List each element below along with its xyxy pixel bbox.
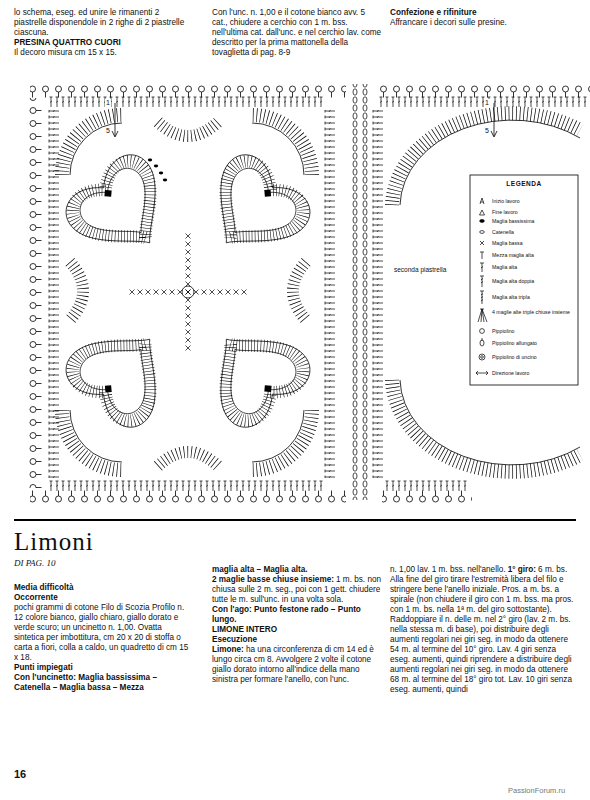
legend-text: Fine lavoro bbox=[492, 209, 574, 215]
paragraph: Limone:ha una circonferenza di cm 14 ed … bbox=[212, 645, 384, 685]
legend-text: Pippiolino allungato bbox=[492, 340, 574, 346]
text-column: Confezione e rifinitureAffrancare i deco… bbox=[390, 8, 575, 28]
text-column: lo schema, eseg. ed unire le rimanenti 2… bbox=[14, 8, 188, 58]
tile-label: seconda piastrella bbox=[392, 266, 448, 274]
bold-heading: Limone: bbox=[212, 645, 244, 654]
paragraph: pochi grammi di cotone Filo di Scozia Pr… bbox=[14, 603, 189, 663]
bold-heading: Con l'uncinetto: Maglia bassissima – Cat… bbox=[14, 673, 157, 692]
paragraph: PRESINA QUATTRO CUORI bbox=[14, 38, 188, 48]
body-text: Con l'unc. n. 1,00 e il cotone bianco av… bbox=[212, 8, 381, 57]
paragraph: Confezione e rifiniture bbox=[390, 8, 575, 18]
legend-text: Pippiolino di uncino bbox=[492, 354, 574, 360]
legend-text: Maglia alta bbox=[492, 264, 574, 270]
paragraph: Esecuzione bbox=[212, 635, 384, 645]
paragraph: n. 1,00 lav. 1 m. bss. nell'anello.1° gi… bbox=[390, 565, 576, 695]
paragraph: Affrancare i decori sulle presine. bbox=[390, 18, 575, 28]
text-column: maglia alta – Maglia alta.2 maglie basse… bbox=[212, 565, 384, 685]
legend-text: Inizio lavoro bbox=[492, 198, 574, 204]
text-column: n. 1,00 lav. 1 m. bss. nell'anello.1° gi… bbox=[390, 565, 576, 695]
body-text: Affrancare i decori sulle presine. bbox=[390, 18, 507, 27]
bold-heading: Media difficoltà bbox=[14, 583, 74, 592]
callout-number: 5 bbox=[105, 127, 111, 135]
watermark: PassionForum.ru bbox=[508, 786, 565, 795]
bold-heading: LIMONE INTERO bbox=[212, 625, 277, 634]
legend-text: 4 maglie alte triple chiuse insieme bbox=[492, 309, 574, 315]
paragraph: maglia alta – Maglia alta. bbox=[212, 565, 384, 575]
body-text: 6 m. bs. Alla fine del giro tirare l'est… bbox=[390, 565, 573, 694]
bold-heading: maglia alta – Maglia alta. bbox=[212, 565, 308, 574]
bold-heading: PRESINA QUATTRO CUORI bbox=[14, 38, 121, 47]
legend-text: Catenella bbox=[492, 229, 574, 235]
legend-text: Maglia alta doppia bbox=[492, 278, 574, 284]
callout-number: 1 bbox=[105, 99, 111, 107]
callout-number: 1 bbox=[484, 99, 490, 107]
page-reference: DI PAG. 10 bbox=[14, 558, 56, 569]
body-text: pochi grammi di cotone Filo di Scozia Pr… bbox=[14, 603, 188, 662]
legend-text: Direzione lavoro bbox=[492, 370, 574, 376]
paragraph: Media difficoltà bbox=[14, 583, 189, 593]
legend-title: LEGENDA bbox=[470, 180, 578, 188]
paragraph: LIMONE INTERO bbox=[212, 625, 384, 635]
body-text: n. 1,00 lav. 1 m. bss. nell'anello. bbox=[390, 565, 506, 574]
legend-text: Pippiolino bbox=[492, 328, 574, 334]
paragraph: Con l'uncinetto: Maglia bassissima – Cat… bbox=[14, 673, 189, 693]
body-text: lo schema, eseg. ed unire le rimanenti 2… bbox=[14, 8, 184, 37]
paragraph: Con l'ago: Punto festone rado – Punto lu… bbox=[212, 605, 384, 625]
legend-text: Maglia bassa bbox=[492, 240, 574, 246]
paragraph: 2 maglie basse chiuse insieme:1 m. bs. n… bbox=[212, 575, 384, 605]
paragraph: Punti impiegati bbox=[14, 663, 189, 673]
bold-heading: Esecuzione bbox=[212, 635, 257, 644]
legend-text: Maglia alta tripla bbox=[492, 294, 574, 300]
page-number: 16 bbox=[14, 768, 26, 781]
bold-heading: Occorrente bbox=[14, 593, 58, 602]
text-column: Media difficoltàOccorrentepochi grammi d… bbox=[14, 583, 189, 693]
legend-text: Maglia bassissima bbox=[492, 218, 574, 224]
paragraph: Il decoro misura cm 15 x 15. bbox=[14, 48, 188, 58]
section-title: Limoni bbox=[14, 528, 94, 556]
text-column: Con l'unc. n. 1,00 e il cotone bianco av… bbox=[212, 8, 382, 58]
callout-number: 5 bbox=[484, 127, 490, 135]
legend-text: Mezza maglia alta bbox=[492, 252, 574, 258]
paragraph: Con l'unc. n. 1,00 e il cotone bianco av… bbox=[212, 8, 382, 58]
paragraph: lo schema, eseg. ed unire le rimanenti 2… bbox=[14, 8, 188, 38]
body-text: Il decoro misura cm 15 x 15. bbox=[14, 48, 117, 57]
bold-heading: Punti impiegati bbox=[14, 663, 73, 672]
paragraph: Occorrente bbox=[14, 593, 189, 603]
bold-heading: 2 maglie basse chiuse insieme: bbox=[212, 575, 334, 584]
bold-heading: 1° giro: bbox=[508, 565, 536, 574]
bold-heading: Confezione e rifiniture bbox=[390, 8, 476, 17]
bold-heading: Con l'ago: Punto festone rado – Punto lu… bbox=[212, 605, 361, 624]
